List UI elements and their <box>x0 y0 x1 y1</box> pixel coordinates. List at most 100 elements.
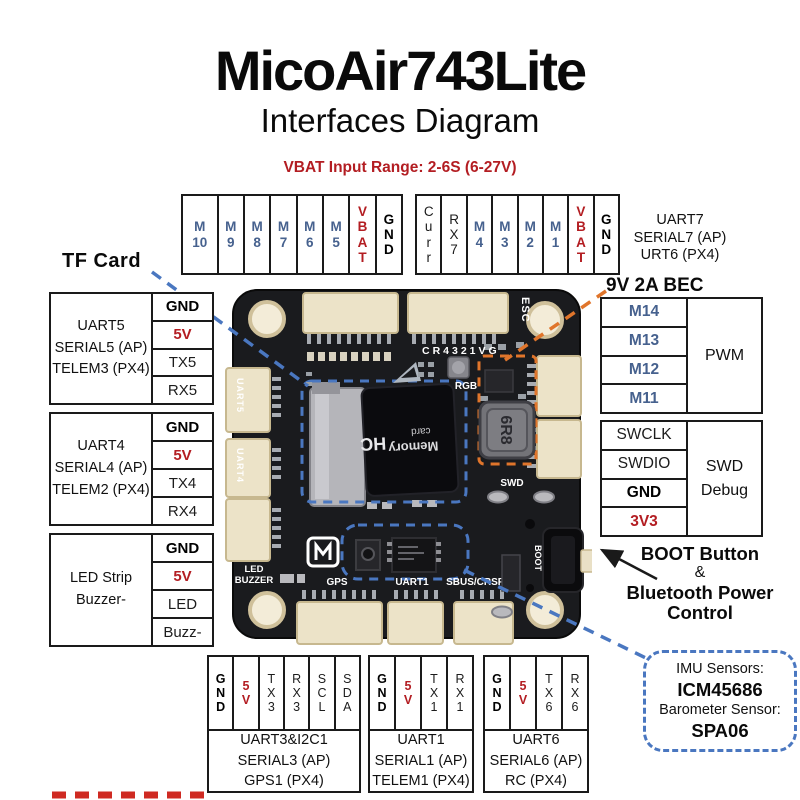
led-silk-label: LED <box>245 564 264 575</box>
svg-text:card: card <box>411 425 431 437</box>
swd-silk-label: SWD <box>500 478 523 489</box>
pin-cell: S D A <box>333 657 359 729</box>
led-strip-table-label: LED Strip Buzzer- <box>51 535 153 645</box>
pin-cell: G N D <box>374 196 401 273</box>
pin-cell: M 5 <box>321 196 348 273</box>
pin-cell: Buzz- <box>153 617 212 645</box>
pin-cell: GND <box>165 418 200 436</box>
pin-cell: G N D <box>592 196 618 273</box>
pin-cell: TX5 <box>153 347 212 376</box>
uart5-table-label: UART5 SERIAL5 (AP) TELEM3 (PX4) <box>51 294 153 403</box>
pin-cell: 5V <box>153 440 212 468</box>
pin-cell: M 7 <box>269 196 295 273</box>
buzzer-silk-label: BUZZER <box>235 575 274 586</box>
pin-cell: M 4 <box>465 196 491 273</box>
pwm-table-label: PWM <box>704 346 745 364</box>
barometer-title: Barometer Sensor: <box>659 702 781 718</box>
pin-cell: R X 1 <box>446 657 472 729</box>
pin-cell: S C L <box>308 657 333 729</box>
pin-cell: G N D <box>377 672 387 714</box>
pin-cell: M11 <box>602 383 686 412</box>
uart1-silk-label: UART1 <box>395 577 429 588</box>
tf-card-annotation-box <box>300 379 468 504</box>
uart3-table-label: UART3&I2C1 SERIAL3 (AP) GPS1 (PX4) <box>237 732 331 790</box>
pin-cell: SWCLK <box>616 426 672 444</box>
uart4-silk-label: UART4 <box>235 448 245 483</box>
pin-cell: 5V <box>153 319 212 348</box>
top-connectors <box>302 292 509 361</box>
gps-silk-label: GPS <box>326 577 347 588</box>
pin-cell: G N D <box>492 672 502 714</box>
imu-chips <box>355 537 441 573</box>
pin-cell: R X 3 <box>282 657 308 729</box>
pin-cell: GND <box>165 539 200 557</box>
pin-cell: 5V <box>153 561 212 589</box>
page-subtitle: Interfaces Diagram <box>260 102 540 139</box>
pin-cell: R X 7 <box>440 196 465 273</box>
pin-cell: V B A T <box>567 196 592 273</box>
hc-logo: HC <box>360 433 387 454</box>
pin-cell: C u r r <box>423 204 434 265</box>
pin-cell: M13 <box>602 325 686 355</box>
pin-cell: M 8 <box>242 196 269 273</box>
ampersand: & <box>694 564 706 582</box>
pin-cell: M12 <box>602 354 686 384</box>
pin-cell: M 3 <box>491 196 516 273</box>
page-title: MicoAir743Lite <box>214 39 587 102</box>
pin-cell: T X 3 <box>257 657 283 729</box>
chip-marking: CR4321VG <box>422 345 500 357</box>
esc-label: ESC <box>519 297 531 323</box>
swd-table-label: SWD Debug <box>700 458 749 499</box>
pin-cell: T X 6 <box>535 657 561 729</box>
vbat-input-range-label: VBAT Input Range: 2-6S (6-27V) <box>283 159 517 176</box>
svg-text:6R8: 6R8 <box>497 415 514 444</box>
bec-label: 9V 2A BEC <box>606 275 704 296</box>
pin-cell: RX4 <box>153 496 212 524</box>
pin-cell: 3V3 <box>602 506 686 535</box>
rgb-led: RGB <box>447 356 477 392</box>
pin-cell: RX5 <box>153 375 212 403</box>
uart6-table-label: UART6 SERIAL6 (AP) RC (PX4) <box>489 732 583 790</box>
sensors-info-box: IMU Sensors: ICM45686 Barometer Sensor: … <box>643 650 797 752</box>
uart5-silk-label: UART5 <box>235 378 245 413</box>
pcb-photo: Memory card HC 6R8 RGB CR4321VG ESC UART… <box>225 289 592 645</box>
bec-inductor: 6R8 <box>478 400 536 460</box>
imu-sensors-title: IMU Sensors: <box>676 660 764 677</box>
pin-cell: M 6 <box>295 196 322 273</box>
pin-cell: TX4 <box>153 468 212 496</box>
pin-cell: M 2 <box>516 196 542 273</box>
memory-chip: Memory card HC <box>360 383 460 497</box>
pin-cell: V B A T <box>348 196 374 273</box>
pin-cell: M 10 <box>192 219 208 250</box>
boot-silk-label: BOOT <box>533 545 543 572</box>
pin-cell: SWDIO <box>602 448 686 478</box>
pin-cell: M14 <box>628 303 660 321</box>
uart4-table-label: UART4 SERIAL4 (AP) TELEM2 (PX4) <box>51 414 153 524</box>
sd-card-slot <box>309 382 366 507</box>
pin-cell: G N D <box>215 672 226 714</box>
pin-cell: R X 6 <box>561 657 587 729</box>
pin-cell: M 1 <box>541 196 567 273</box>
pin-cell: M 9 <box>216 196 243 273</box>
pin-cell: 5 V <box>232 657 257 729</box>
boot-button-label: BOOT Button & Bluetooth Power Control <box>600 543 800 623</box>
pin-cell: 5 V <box>394 657 420 729</box>
imu-sensor-value: ICM45686 <box>677 678 763 700</box>
micoair-logo <box>306 536 340 568</box>
pin-cell: LED <box>153 589 212 617</box>
barometer-value: SPA06 <box>691 720 749 742</box>
left-connectors <box>225 367 281 562</box>
pin-cell: GND <box>602 477 686 507</box>
pin-cell: T X 1 <box>420 657 446 729</box>
pin-cell: GND <box>165 298 200 316</box>
